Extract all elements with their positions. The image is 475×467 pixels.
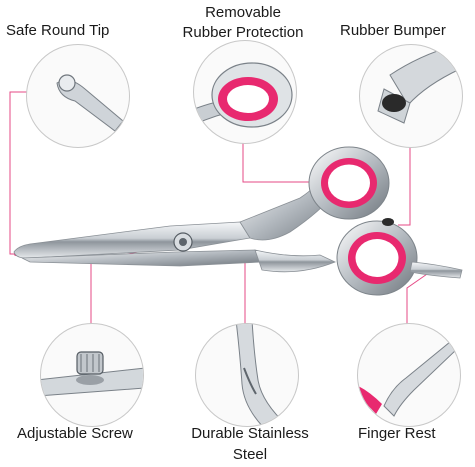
label-safe-round-tip: Safe Round Tip xyxy=(6,22,110,39)
label-rubber-protection: Rubber Protection xyxy=(182,24,304,41)
label-durable-stainless: Durable Stainless xyxy=(191,425,309,442)
bumper-detail xyxy=(359,44,463,148)
rubber-ring-detail xyxy=(193,40,297,144)
label-rubber-bumper: Rubber Bumper xyxy=(340,22,446,39)
label-adjustable-screw: Adjustable Screw xyxy=(17,425,133,442)
screw-detail xyxy=(40,323,144,427)
label-finger-rest: Finger Rest xyxy=(358,425,436,442)
label-removable: Removable xyxy=(205,4,281,21)
round-tip-detail xyxy=(26,44,130,148)
steel-detail xyxy=(195,323,299,427)
label-steel: Steel xyxy=(232,446,268,463)
finger-rest-detail xyxy=(357,323,461,427)
